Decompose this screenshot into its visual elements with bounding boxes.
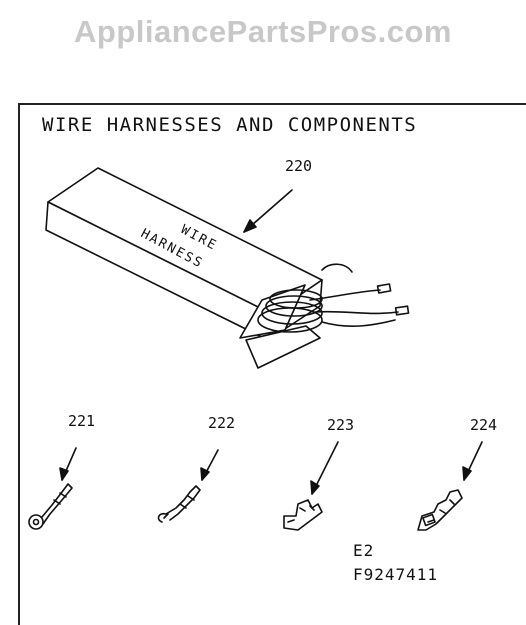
part-number-220: 220 (285, 157, 313, 175)
diagram-code-part: F9247411 (353, 565, 439, 584)
part-number-221: 221 (68, 412, 96, 430)
wire-harness-box-icon (45, 167, 410, 369)
diagram-frame (18, 103, 526, 625)
diagram-title: WIRE HARNESSES AND COMPONENTS (42, 114, 418, 136)
quick-connect-terminal-icon (417, 489, 463, 531)
arrowhead-220 (243, 219, 257, 233)
diagram-code-e2: E2 (353, 541, 375, 560)
part-number-223: 223 (327, 416, 355, 434)
part-number-224: 224 (470, 416, 498, 434)
hook-terminal-icon (157, 485, 201, 523)
parts-diagram: WIRE HARNESS (28, 167, 483, 531)
spade-terminal-icon (283, 499, 323, 531)
part-number-222: 222 (208, 414, 236, 432)
watermark: AppliancePartsPros.com (74, 14, 452, 49)
ring-terminal-icon (28, 483, 73, 530)
